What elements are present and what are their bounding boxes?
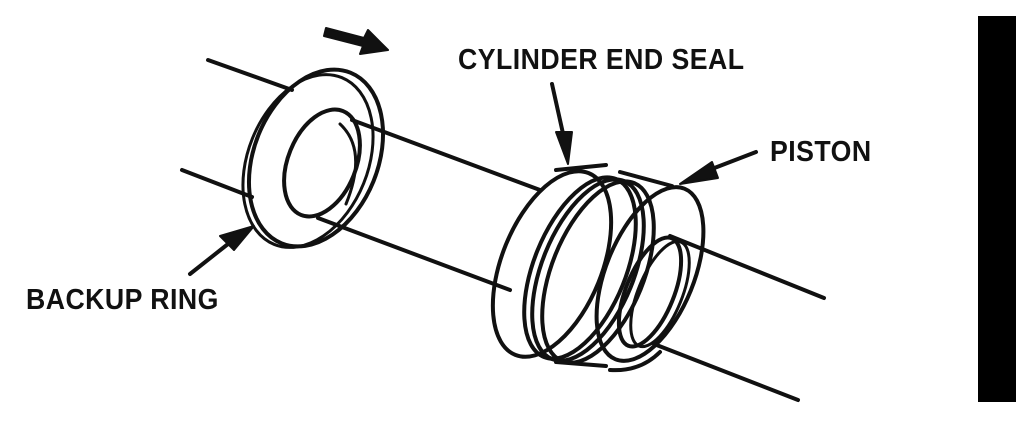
backup-ring-outer-edge — [246, 67, 386, 249]
piston-label: PISTON — [770, 136, 872, 168]
leader-cylinder-end-seal — [550, 82, 573, 165]
piston-top-edge — [618, 170, 674, 188]
cylinder-end-seal-label: CYLINDER END SEAL — [458, 44, 745, 76]
shaft-upper-rear-line — [206, 58, 294, 92]
backup-ring-label: BACKUP RING — [26, 284, 219, 316]
rod-upper-front-line — [668, 234, 826, 300]
backup-ring — [241, 67, 386, 249]
backup-ring-inner-shade — [338, 122, 358, 206]
seal-top-edge — [554, 163, 608, 172]
cylinder-end-seal — [490, 163, 656, 368]
direction-arrow — [323, 27, 389, 55]
leader-backup-ring — [188, 225, 255, 276]
piston-front-face — [594, 185, 706, 363]
shaft-lower-rear-line — [180, 168, 254, 199]
piston-bottom-edge — [608, 350, 662, 373]
leader-piston — [679, 150, 758, 185]
shaft-lower-mid-line — [316, 216, 512, 292]
seal-rear-face — [490, 169, 614, 359]
rod-lower-front-line — [652, 342, 800, 402]
backup-ring-outer-edge-back — [241, 73, 375, 249]
seal-bottom-edge — [554, 360, 608, 368]
section-tab — [978, 16, 1016, 402]
